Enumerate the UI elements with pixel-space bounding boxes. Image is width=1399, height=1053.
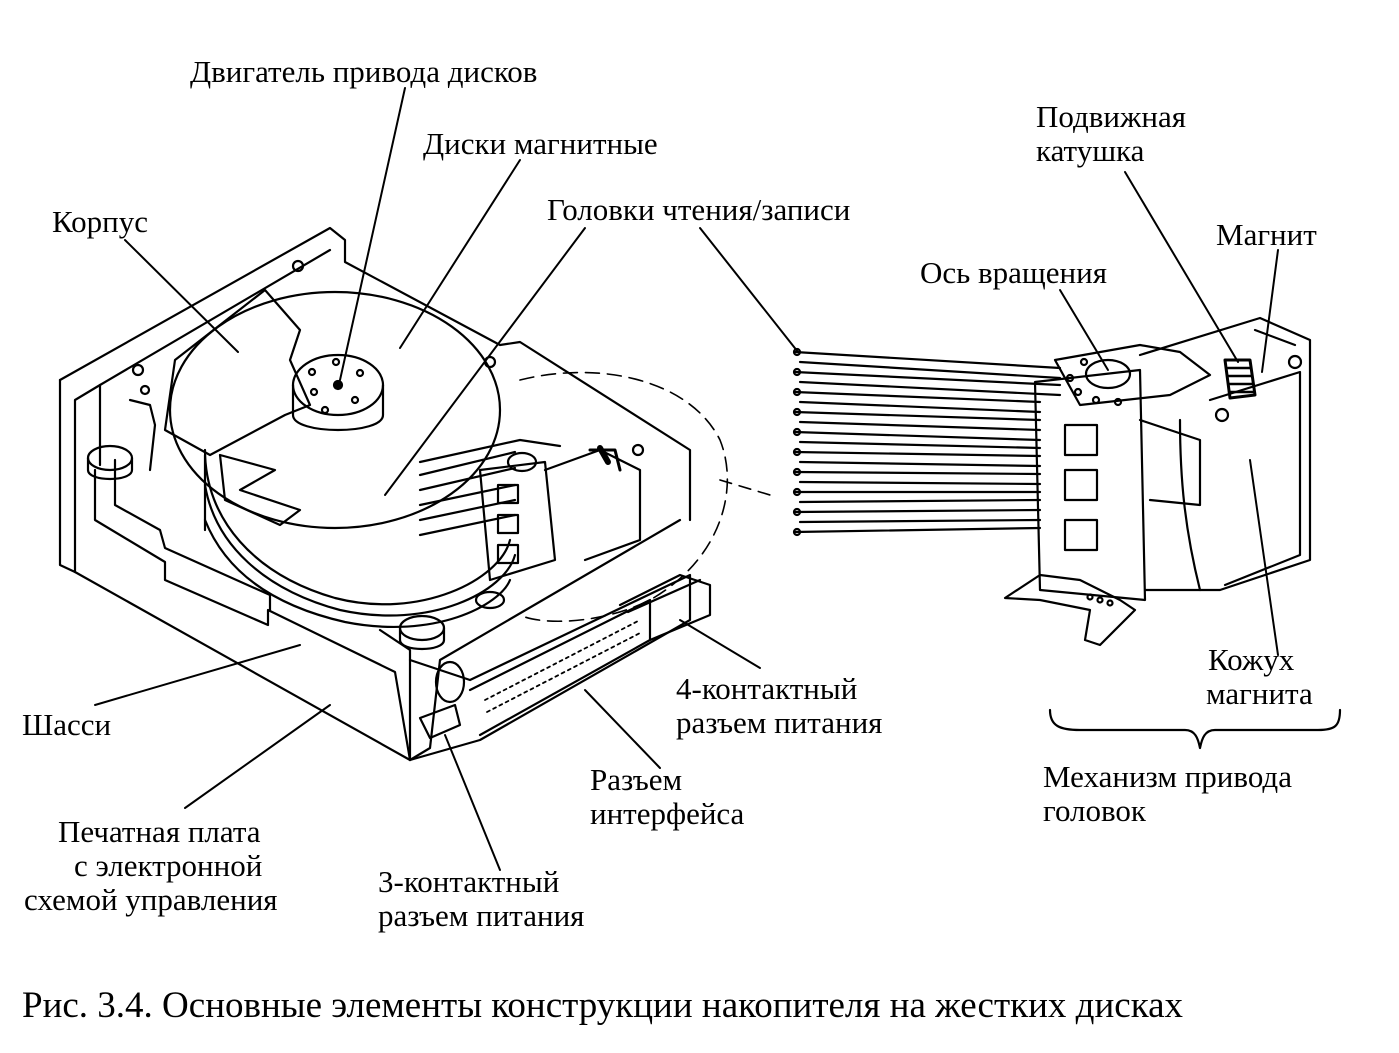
label-actuator-line2: головок [1043,793,1146,828]
label-heads: Головки чтения/записи [547,192,851,227]
leader-axis [1059,289,1109,371]
label-pcb-line1: Печатная плата [58,814,261,849]
leader-interface [584,689,661,769]
leader-lines [94,87,1279,871]
head-arms [792,347,1062,537]
leader-magnet [1261,249,1279,373]
label-power4-line2: разъем питания [676,705,883,740]
label-motor: Двигатель привода дисков [190,54,538,89]
label-magnet: Магнит [1216,217,1317,252]
leader-coil [1124,171,1239,363]
leader-motor [339,87,406,381]
leader-heads-left [384,227,586,496]
leader-magnet-cover [1249,459,1279,656]
leader-power4 [679,619,761,669]
hdd-drive-drawing [58,226,771,762]
label-pcb-line2: с электронной [74,848,263,883]
leader-pcb [184,704,331,809]
leader-power3 [444,734,501,871]
leader-case [124,239,239,353]
label-magnet-cover-line2: магнита [1206,676,1313,711]
label-interface-line2: интерфейса [590,796,745,831]
label-power4-line1: 4-контактный [676,671,858,706]
case-screws [131,259,645,457]
label-interface-line1: Разъем [590,762,683,797]
label-axis: Ось вращения [920,255,1107,290]
label-power3-line1: 3-контактный [378,864,560,899]
actuator-drawing [792,316,1342,750]
label-chassis: Шасси [22,707,112,742]
label-case: Корпус [52,204,148,239]
label-pcb-line3: схемой управления [24,882,278,917]
leader-disks [399,159,521,349]
label-coil-line2: катушка [1036,133,1145,168]
leader-heads-right [699,227,799,353]
label-actuator-line1: Механизм привода [1043,759,1292,794]
leader-chassis [94,644,301,706]
label-disks: Диски магнитные [423,126,658,161]
label-power3-line2: разъем питания [378,898,585,933]
figure-caption: Рис. 3.4. Основные элементы конструкции … [22,985,1184,1026]
label-coil-line1: Подвижная [1036,99,1187,134]
label-magnet-cover-line1: Кожух [1208,642,1295,677]
